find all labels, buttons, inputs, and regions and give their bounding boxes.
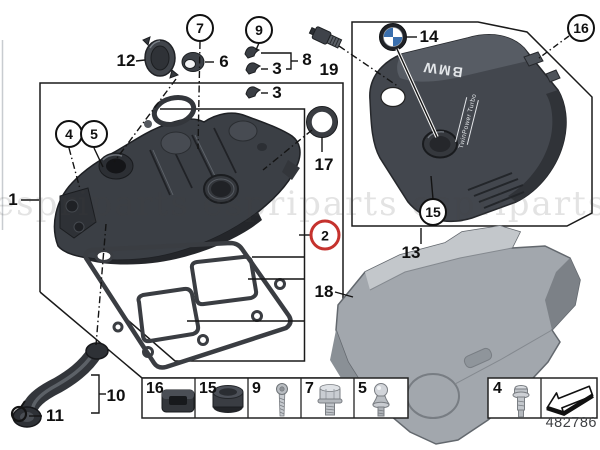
bmw-roundel-icon <box>379 23 407 51</box>
roundel-leader <box>396 48 438 138</box>
upper-gasket-ring-drawing <box>151 94 197 128</box>
valve-cover-drawing <box>53 112 301 265</box>
callout-3-upper: 3 <box>272 59 282 78</box>
callout-11: 11 <box>46 406 64 425</box>
callout-16-circle: 16 <box>567 14 595 42</box>
callout-1: 1 <box>8 190 18 209</box>
strip-cell-label: 7 <box>305 380 314 397</box>
callout-4-circle: 4 <box>55 120 83 148</box>
cover-logo-text: BMW <box>421 59 464 81</box>
callout-14: 14 <box>419 27 439 46</box>
callout-9-circle: 9 <box>245 16 273 44</box>
callout-2-red-circle: 2 <box>309 219 341 251</box>
gasket-grommets <box>112 278 286 358</box>
diagram-serial-number: 482786 <box>545 415 597 431</box>
cover-clip-tab <box>523 51 544 67</box>
torx-screw-icon <box>276 383 288 417</box>
cover-vent-ribs <box>467 172 525 209</box>
callout-10: 10 <box>106 386 126 405</box>
callout-7-circle: 7 <box>186 14 214 42</box>
cover-cap-icon <box>212 385 244 413</box>
page-direction-arrow-icon <box>546 385 594 416</box>
valve-cover-gasket-drawing <box>83 240 293 370</box>
vent-pipe-drawing <box>12 342 109 428</box>
mounting-stud-icon <box>512 385 530 418</box>
callout-13: 13 <box>401 243 421 262</box>
callout-3-lower: 3 <box>272 83 282 102</box>
strip-cell-label: 4 <box>493 380 502 397</box>
engine-cover-drawing: BMW TwinPower Turbo <box>369 34 567 222</box>
callout-6: 6 <box>219 52 229 71</box>
cover-hole <box>380 86 406 108</box>
vent-valve-drawing <box>308 26 343 49</box>
oil-filler-cap-drawing <box>142 36 179 79</box>
callout-5-circle: 5 <box>80 120 108 148</box>
gasket-inner-box <box>121 108 306 362</box>
ball-stud-icon <box>372 383 390 417</box>
strip-cell-label: 16 <box>146 380 164 397</box>
rubber-grommet-icon <box>161 389 195 413</box>
hex-flange-bolt-icon <box>317 384 343 416</box>
strip-cell-label: 9 <box>252 380 261 397</box>
parts-strip <box>141 377 598 419</box>
callout-8: 8 <box>302 50 312 69</box>
leader-lines <box>10 35 570 423</box>
cam-dome <box>228 120 258 142</box>
clamp-symbol <box>10 405 28 423</box>
cover-slot <box>463 347 493 369</box>
callout-15-circle: 15 <box>419 198 447 226</box>
cap-seal-drawing <box>181 52 205 72</box>
callout-19: 19 <box>319 60 339 79</box>
cam-dome <box>160 131 192 155</box>
clip-drawings <box>244 46 262 99</box>
callout-18: 18 <box>314 282 334 301</box>
left-outer-box <box>39 82 344 378</box>
strip-cell-label: 15 <box>199 380 217 397</box>
right-panel-box <box>351 21 593 227</box>
strip-cell-label: 5 <box>358 380 367 397</box>
callout-12: 12 <box>116 51 136 70</box>
o-ring-drawing <box>306 106 338 138</box>
callout-17: 17 <box>314 155 334 174</box>
